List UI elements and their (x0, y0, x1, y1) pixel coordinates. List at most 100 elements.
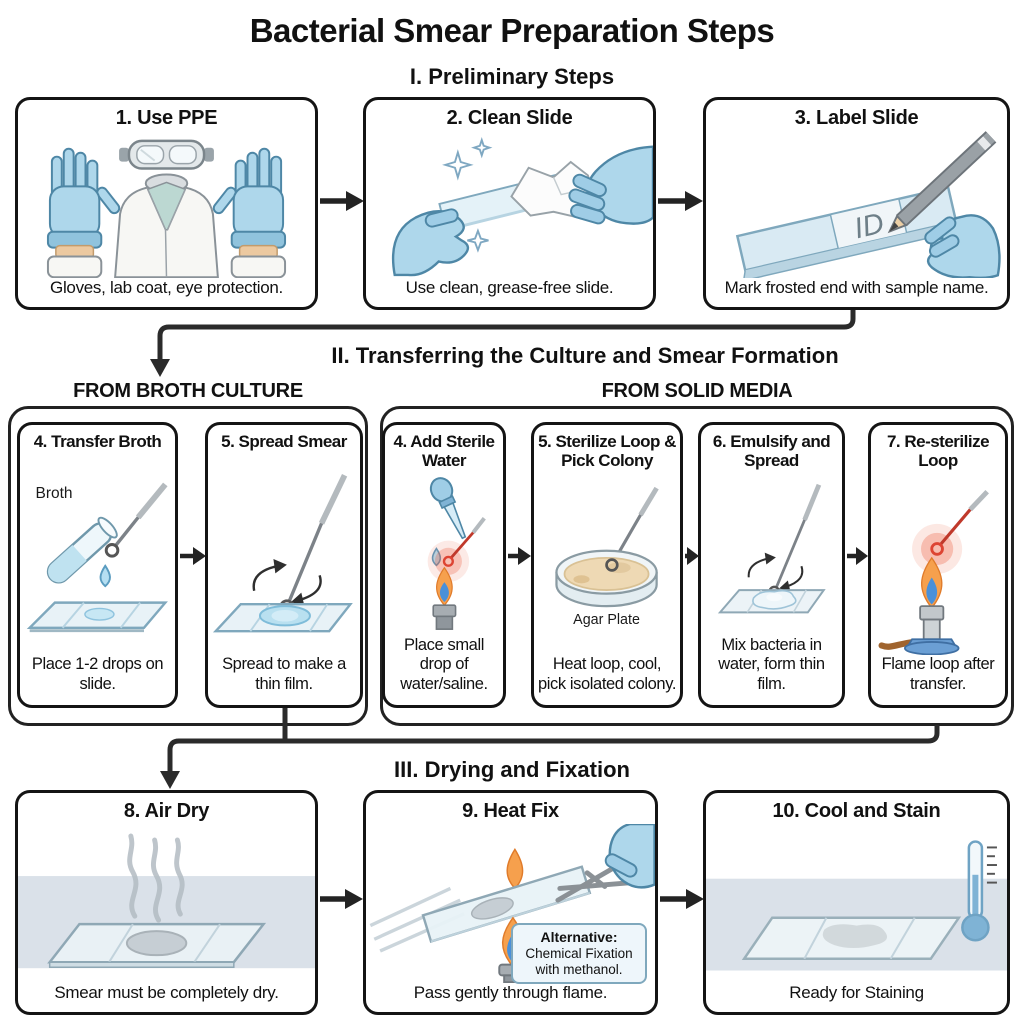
arrow-step2-to-step3 (658, 191, 703, 211)
callout-alternative: Alternative: Chemical Fixation with meth… (511, 923, 647, 984)
clean-slide-art (391, 137, 653, 277)
panel-caption: Use clean, grease-free slide. (405, 277, 614, 297)
panel-caption: Mix bacteria in water, form thin film. (718, 635, 825, 694)
panel-caption: Gloves, lab coat, eye protection. (50, 277, 283, 297)
callout-text: Chemical Fixation with methanol. (525, 945, 633, 977)
panel-air-dry: 8. Air Dry Smear must be completely dry (15, 790, 318, 1015)
panel-emulsify-spread: 6. Emulsify and Spread (698, 422, 845, 708)
spread-smear-illustration (208, 453, 360, 655)
left-glove-icon (46, 148, 121, 278)
panel-cool-and-stain: 10. Cool and Stain (703, 790, 1010, 1015)
panel-label-slide: 3. Label Slide ID (703, 97, 1010, 310)
lab-coat-icon (114, 173, 219, 278)
panel-title: 2. Clean Slide (446, 107, 573, 129)
callout-label: Alternative: (540, 929, 618, 945)
slide-icon (26, 601, 168, 633)
clean-slide-illustration (366, 131, 653, 277)
panel-heat-fix: 9. Heat Fix (363, 790, 658, 1015)
panel-clean-slide: 2. Clean Slide (363, 97, 656, 310)
slide-icon (212, 603, 353, 633)
sparkle-icon (442, 137, 493, 254)
section-3-header: III. Drying and Fixation (394, 757, 630, 782)
panel-title: 10. Cool and Stain (772, 800, 941, 822)
right-hand-icon (568, 145, 653, 226)
page-title: Bacterial Smear Preparation Steps (249, 12, 775, 49)
panel-transfer-broth: 4. Transfer Broth Broth (17, 422, 178, 708)
pick-colony-art: Agar Plate (555, 486, 659, 628)
pick-colony-illustration: Agar Plate (534, 472, 680, 655)
emulsify-illustration (701, 472, 842, 636)
transfer-broth-illustration: Broth (20, 453, 175, 655)
panel-title: 8. Air Dry (123, 800, 210, 822)
spread-smear-art (212, 474, 353, 633)
slide-icon (421, 865, 592, 944)
inoculation-loop-icon (104, 482, 168, 558)
panel-resterilize-loop: 7. Re-sterilize Loop (868, 422, 1008, 708)
section-1-header: I. Preliminary Steps (409, 64, 615, 89)
thermometer-icon (961, 840, 997, 942)
rotation-arrows-icon (252, 559, 322, 606)
add-water-art (427, 477, 486, 631)
broth-label: Broth (36, 485, 73, 502)
group-label-solid-media: FROM SOLID MEDIA (601, 380, 793, 402)
hot-loop-icon (912, 490, 989, 575)
hot-loop-icon (427, 517, 486, 583)
gloved-hand-icon (924, 214, 1001, 278)
panel-title: 9. Heat Fix (462, 800, 559, 822)
panel-caption: Ready for Staining (789, 982, 924, 1002)
inoculation-loop-icon (768, 483, 822, 598)
petri-dish-icon (555, 549, 658, 608)
agar-plate-label: Agar Plate (573, 612, 640, 628)
panel-caption: Place small drop of water/saline. (400, 635, 488, 694)
rotation-arrows-icon (747, 552, 804, 591)
slide-icon (741, 916, 962, 961)
label-slide-illustration: ID (706, 131, 1007, 278)
section-2-header: II. Transferring the Culture and Smear F… (331, 343, 839, 368)
gloved-hand-icon (604, 824, 655, 890)
panel-title: 7. Re-sterilize Loop (886, 432, 990, 471)
slide-id-text: ID (851, 208, 887, 246)
panel-title: 4. Transfer Broth (33, 432, 162, 451)
label-slide-art: ID (735, 131, 1001, 278)
frosted-slide-icon: ID (735, 186, 958, 278)
heat-fix-illustration (366, 824, 655, 983)
goggles-icon (119, 140, 214, 171)
arrow-step9-to-step10 (660, 889, 704, 909)
bunsen-burner-icon (878, 605, 960, 656)
panel-caption: Smear must be completely dry. (54, 982, 279, 1002)
cool-stain-art (706, 840, 1007, 971)
panel-caption: Mark frosted end with sample name. (724, 277, 989, 297)
water-drop-icon (431, 547, 442, 567)
panel-title: 5. Sterilize Loop & Pick Colony (538, 432, 676, 471)
arrow-step1-to-step2 (320, 191, 364, 211)
panel-title: 4. Add Sterile Water (393, 432, 495, 471)
panel-title: 5. Spread Smear (221, 432, 347, 451)
panel-use-ppe: 1. Use PPE (15, 97, 318, 310)
panel-caption: Heat loop, cool, pick isolated colony. (537, 655, 677, 694)
panel-caption: Place 1-2 drops on slide. (31, 655, 164, 694)
test-tube-icon (46, 516, 118, 584)
emulsify-art (717, 483, 826, 614)
slide-icon (47, 923, 267, 969)
flame-tip-icon (506, 848, 524, 890)
air-dry-illustration (18, 824, 315, 982)
add-water-illustration (385, 472, 503, 636)
panel-add-sterile-water: 4. Add Sterile Water (382, 422, 506, 708)
arrow-step8-to-step9 (320, 889, 363, 909)
loop-ring-icon (605, 558, 619, 572)
steam-icon (127, 833, 185, 924)
cool-stain-illustration (706, 824, 1007, 982)
panel-title: 3. Label Slide (794, 107, 919, 129)
panel-spread-smear: 5. Spread Smear (205, 422, 363, 708)
panel-title: 6. Emulsify and Spread (712, 432, 831, 471)
ppe-art (46, 140, 287, 278)
panel-title: 1. Use PPE (115, 107, 218, 129)
inoculation-loop-icon (279, 474, 348, 615)
transfer-broth-art: Broth (26, 482, 168, 633)
panel-caption: Flame loop after transfer. (881, 655, 995, 694)
left-hand-icon (391, 208, 470, 277)
air-dry-art (18, 833, 315, 969)
panel-caption: Pass gently through flame. (413, 982, 608, 1002)
burner-top-icon (432, 604, 457, 631)
